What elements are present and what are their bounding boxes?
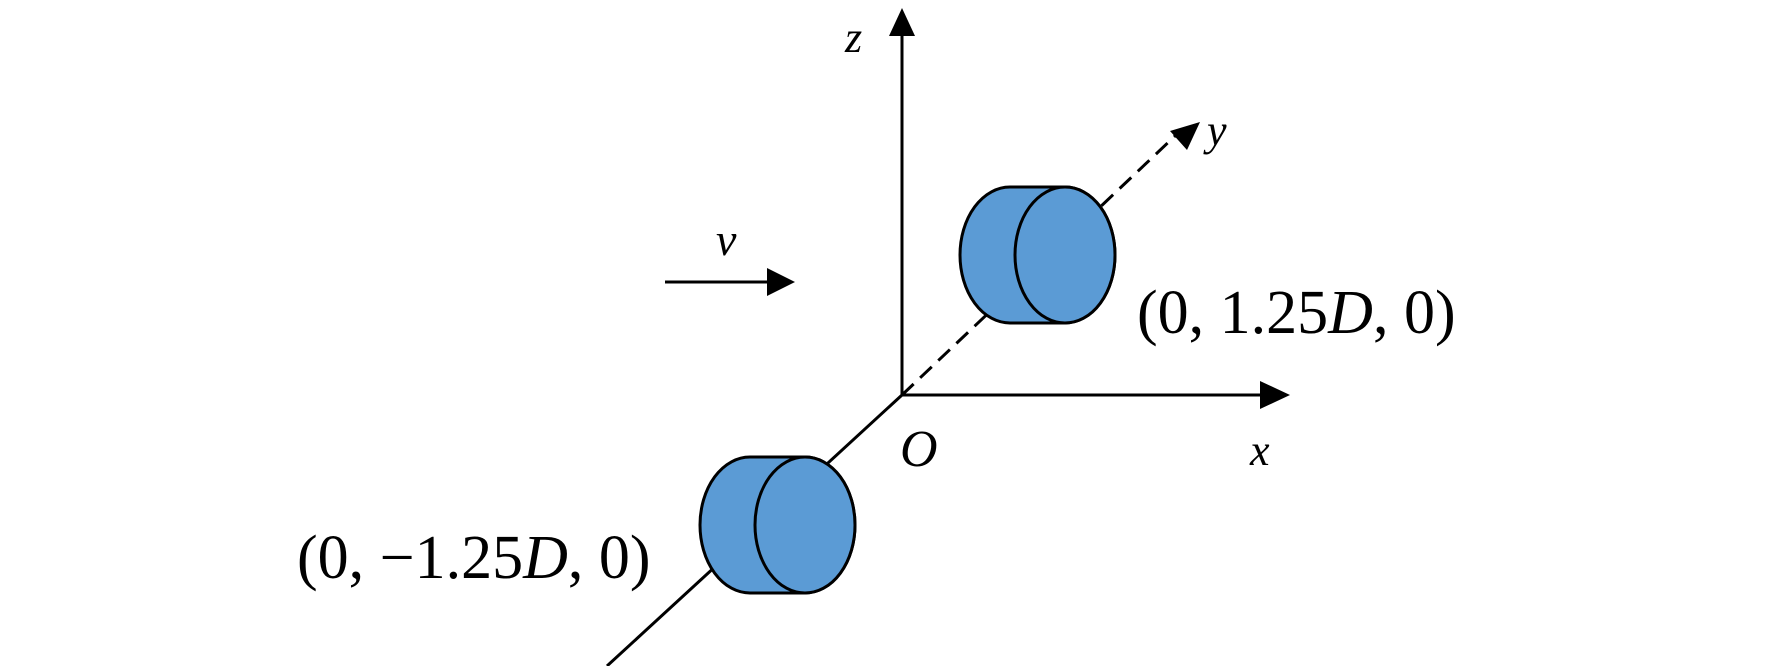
cylinder-lower-coordinate-prefix: (0, −1.25 <box>297 524 523 592</box>
velocity-arrow <box>665 268 795 296</box>
cylinder-upper-coordinate: (0, 1.25D, 0) <box>1137 279 1456 347</box>
x-axis <box>902 381 1290 409</box>
y-axis-label: y <box>1203 106 1227 155</box>
origin-label: O <box>900 421 938 478</box>
cylinder-upper-front-face <box>1013 185 1117 325</box>
cylinder-upper <box>958 185 1117 325</box>
cylinder-lower <box>698 455 857 595</box>
cylinder-upper-coordinate-var: D <box>1327 279 1373 347</box>
x-axis-label: x <box>1249 426 1270 475</box>
cylinder-lower-coordinate-suffix: , 0) <box>568 524 651 592</box>
velocity-label: v <box>716 214 737 265</box>
cylinder-upper-coordinate-prefix: (0, 1.25 <box>1137 279 1328 347</box>
z-axis <box>889 8 915 395</box>
cylinder-lower-coordinate: (0, −1.25D, 0) <box>297 524 651 592</box>
z-axis-label: z <box>844 13 862 62</box>
cylinder-upper-coordinate-suffix: , 0) <box>1373 279 1456 347</box>
cylinder-lower-coordinate-var: D <box>522 524 568 592</box>
cylinder-lower-front-face <box>753 455 857 595</box>
